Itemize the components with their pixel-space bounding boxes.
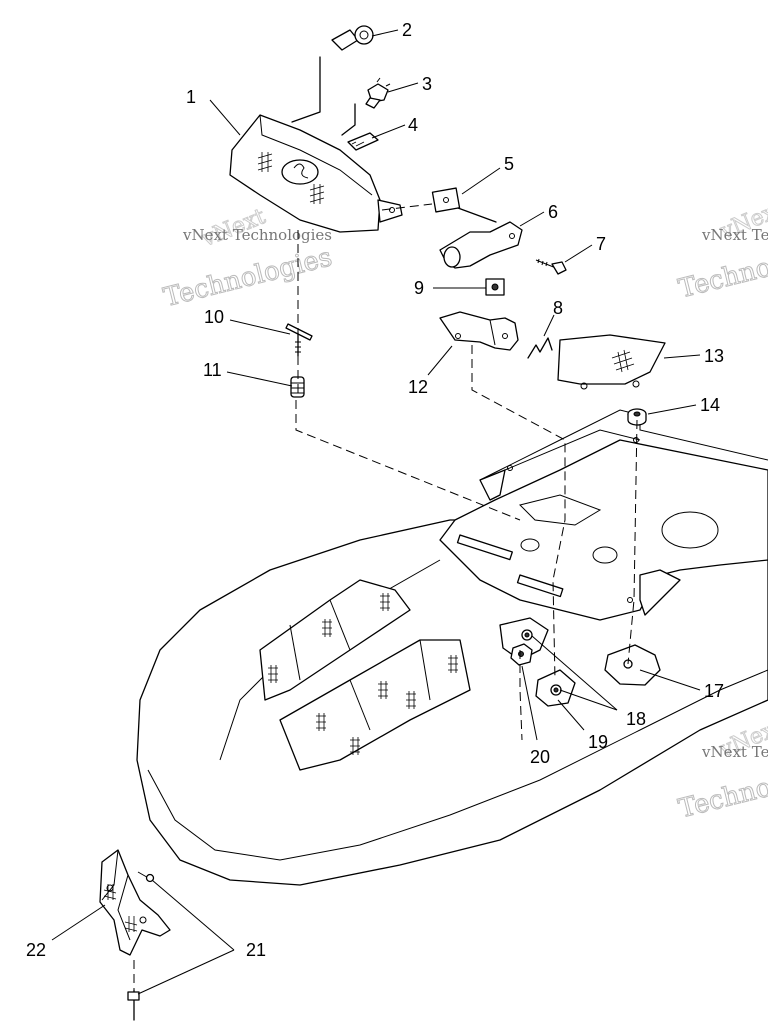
watermark-company-text: vNext Technologies bbox=[701, 743, 768, 761]
callout-6: 6 bbox=[548, 202, 558, 222]
watermark-top-right: vNext vNext Technologies Technologies bbox=[675, 196, 768, 305]
grommet-patch-part-17 bbox=[604, 644, 661, 686]
lens-cover-part-13 bbox=[557, 334, 666, 390]
watermark-company-text: vNext Technologies bbox=[182, 226, 332, 244]
callout-1: 1 bbox=[186, 87, 196, 107]
callout-13: 13 bbox=[704, 346, 724, 366]
watermark-brand-bottom: Technologies bbox=[676, 234, 768, 305]
nut-part-19 bbox=[521, 629, 562, 696]
watermark-brand-bottom: Technologies bbox=[161, 242, 335, 313]
watermark-brand-bottom: Technologies bbox=[676, 754, 768, 825]
headlight-housing-part-1 bbox=[229, 114, 403, 233]
clip-part-4 bbox=[347, 132, 379, 151]
callout-18: 18 bbox=[626, 709, 646, 729]
callout-20: 20 bbox=[530, 747, 550, 767]
front-guard-part-22 bbox=[99, 849, 171, 956]
socket-part-3 bbox=[365, 77, 391, 109]
assembly-lines bbox=[133, 56, 638, 990]
callout-17: 17 bbox=[704, 681, 724, 701]
t-bolt-part-10 bbox=[285, 323, 313, 357]
callout-3: 3 bbox=[422, 74, 432, 94]
screw-part-7 bbox=[535, 258, 567, 275]
watermark-company-text: vNext Technologies bbox=[701, 226, 768, 244]
leader-lines bbox=[51, 29, 701, 995]
nut-plate-part-9 bbox=[485, 278, 505, 296]
callout-14: 14 bbox=[700, 395, 720, 415]
callout-7: 7 bbox=[596, 234, 606, 254]
fastener-part-21 bbox=[127, 871, 155, 1021]
callout-2: 2 bbox=[402, 20, 412, 40]
callout-10: 10 bbox=[204, 307, 224, 327]
callout-22: 22 bbox=[26, 940, 46, 960]
hood-vents bbox=[259, 579, 471, 771]
bulb-part-2 bbox=[331, 25, 374, 51]
callout-8: 8 bbox=[553, 298, 563, 318]
callout-19: 19 bbox=[588, 732, 608, 752]
callout-5: 5 bbox=[504, 154, 514, 174]
callout-4: 4 bbox=[408, 115, 418, 135]
callout-21: 21 bbox=[246, 940, 266, 960]
mounting-bracket-part-12 bbox=[439, 311, 519, 351]
callout-11: 11 bbox=[203, 360, 222, 380]
callout-12: 12 bbox=[408, 377, 428, 397]
spacer-part-5 bbox=[431, 187, 461, 213]
callout-labels: 1 2 3 4 5 6 7 8 9 10 11 12 13 14 17 18 1… bbox=[26, 20, 724, 960]
bushing-part-14 bbox=[627, 408, 647, 426]
bracket-part-6 bbox=[439, 221, 523, 269]
callout-9: 9 bbox=[414, 278, 424, 298]
spring-clip-part-8 bbox=[527, 337, 553, 359]
